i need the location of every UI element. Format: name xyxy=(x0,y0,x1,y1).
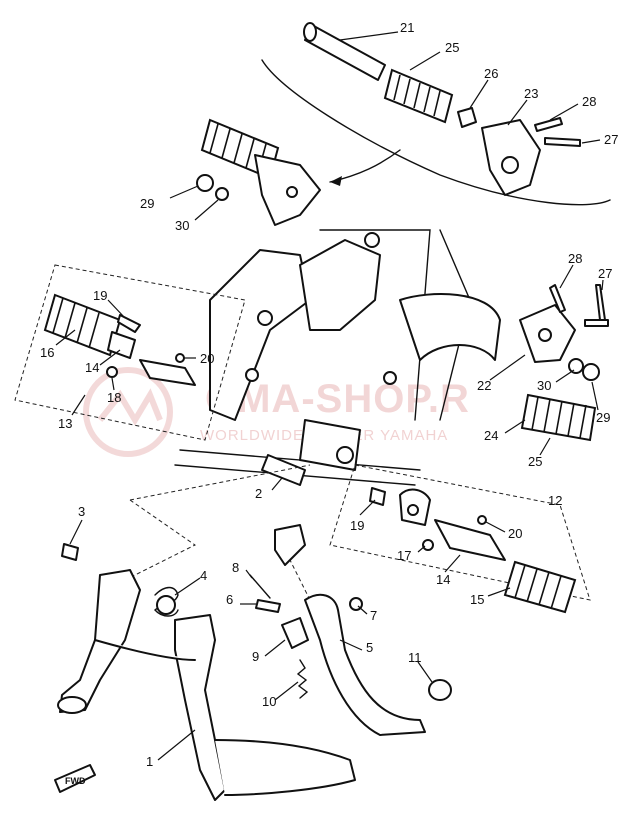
part-25-footrest-grip-right xyxy=(520,393,597,442)
callout-20-right: 20 xyxy=(508,526,522,541)
callout-18: 18 xyxy=(107,390,121,405)
callout-21: 22 xyxy=(477,378,491,393)
part-16-footrest-left xyxy=(43,293,136,359)
callout-1: 1 xyxy=(146,754,153,769)
callout-19-right: 19 xyxy=(350,518,364,533)
inset-boundary-line xyxy=(261,59,611,206)
dashed-link-upper xyxy=(129,464,311,501)
group-13-dashed-box xyxy=(14,264,246,441)
part-22-footrest-bracket xyxy=(481,119,541,196)
callout-4: 4 xyxy=(200,568,207,583)
part-30-washer-right xyxy=(568,358,584,374)
callout-6: 6 xyxy=(226,592,233,607)
callout-15: 15 xyxy=(470,592,484,607)
callout-23: 24 xyxy=(484,428,498,443)
part-29-nut-right xyxy=(582,363,600,381)
dashed-link-left xyxy=(124,499,196,581)
leader-lines xyxy=(55,31,604,761)
callout-25-right: 25 xyxy=(528,454,542,469)
part-27-bolt-shaft xyxy=(595,284,606,321)
callout-25-upper: 25 xyxy=(445,40,459,55)
callout-29-right: 29 xyxy=(596,410,610,425)
callout-30-upper: 30 xyxy=(175,218,189,233)
callout-2: 2 xyxy=(255,486,262,501)
callout-14-right: 14 xyxy=(436,572,450,587)
callout-27-right: 27 xyxy=(598,266,612,281)
part-6-bolt xyxy=(255,599,281,613)
callout-14-left: 14 xyxy=(85,360,99,375)
callout-30-right: 30 xyxy=(537,378,551,393)
callout-9: 9 xyxy=(252,649,259,664)
callout-5: 5 xyxy=(366,640,373,655)
callout-10: 10 xyxy=(262,694,276,709)
part-10-spring xyxy=(296,659,309,699)
part-29-nut-upper xyxy=(196,174,214,192)
part-28-pin-upper xyxy=(534,117,563,132)
callout-28-right: 28 xyxy=(568,251,582,266)
callout-13: 13 xyxy=(58,416,72,431)
callout-27-upper: 27 xyxy=(604,132,618,147)
part-24-tube xyxy=(303,22,386,81)
part-21-footrest-bracket-right xyxy=(519,304,576,363)
callout-7: 7 xyxy=(370,608,377,623)
callout-29-upper: 29 xyxy=(140,196,154,211)
part-14-bracket-left xyxy=(139,359,196,386)
callout-16: 16 xyxy=(40,345,54,360)
part-28-pin-right xyxy=(549,284,566,313)
part-4-spring xyxy=(154,586,179,617)
part-14-bracket-right xyxy=(399,488,506,561)
callout-11: 11 xyxy=(408,650,422,665)
part-8-bolt xyxy=(249,574,271,599)
part-19-pin-left xyxy=(117,314,141,333)
callout-3: 3 xyxy=(78,504,85,519)
callout-28-upper: 28 xyxy=(582,94,596,109)
part-20-clip-right xyxy=(477,515,487,525)
footrest-assembly-upper-left xyxy=(200,118,321,226)
callout-26: 26 xyxy=(484,66,498,81)
part-1-main-stand xyxy=(57,569,356,801)
part-20-clip-left xyxy=(175,353,185,363)
callout-12: 12 xyxy=(548,493,562,508)
fwd-arrow-icon: FWD xyxy=(54,764,96,793)
inset-arrow-head-icon xyxy=(330,176,342,186)
callout-17: 17 xyxy=(397,548,411,563)
watermark-logo-icon xyxy=(83,367,173,457)
part-5-side-stand xyxy=(274,524,426,736)
part-30-washer-upper xyxy=(215,187,229,201)
part-11-stopper xyxy=(428,679,452,701)
part-18-spring-left xyxy=(106,366,118,378)
part-17-spring-right xyxy=(422,539,434,551)
frame-body xyxy=(174,229,501,486)
part-26-washer xyxy=(457,107,477,128)
part-27-bolt-upper xyxy=(544,137,581,147)
fwd-label: FWD xyxy=(65,776,86,786)
callout-19-left: 19 xyxy=(93,288,107,303)
callout-20-left: 20 xyxy=(200,351,214,366)
group-12-dashed-box xyxy=(329,464,591,601)
part-3-bush xyxy=(61,543,79,561)
callout-24: 21 xyxy=(400,20,414,35)
callout-22: 23 xyxy=(524,86,538,101)
part-9-plate xyxy=(281,617,309,649)
callout-8: 8 xyxy=(232,560,239,575)
part-15-footrest-right xyxy=(503,560,577,614)
callout-labels: 21 25 26 23 28 27 29 30 19 16 14 18 13 2… xyxy=(40,20,618,769)
part-25-footrest-grip-upper xyxy=(383,68,454,124)
